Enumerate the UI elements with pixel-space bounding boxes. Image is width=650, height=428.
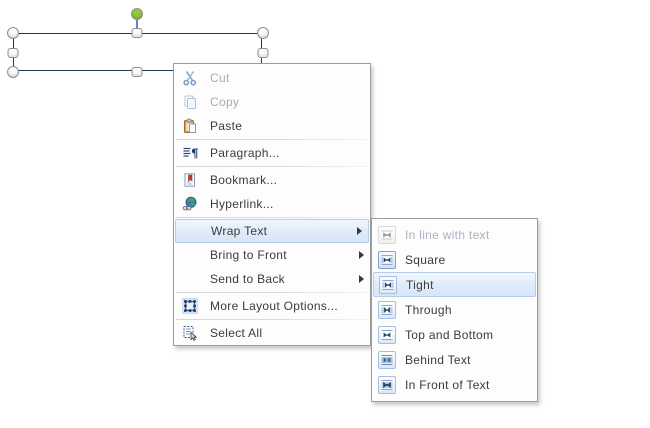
menu-item-copy[interactable]: Copy (174, 90, 370, 114)
wrap-tight-icon (379, 275, 397, 294)
more-layout-options-icon (182, 298, 198, 314)
svg-text:¶: ¶ (191, 147, 198, 161)
menu-item-paste[interactable]: Paste (174, 114, 370, 138)
submenu-item-in-line-with-text[interactable]: In line with text (372, 222, 537, 247)
menu-separator (174, 138, 370, 141)
paste-icon (182, 118, 198, 134)
paragraph-icon: ¶ (182, 145, 198, 161)
menu-item-label: Wrap Text (211, 224, 268, 238)
rotation-handle-line (136, 19, 138, 34)
resize-handle-top-right[interactable] (257, 27, 269, 39)
wrap-square-icon (378, 250, 396, 269)
submenu-arrow-icon (359, 275, 364, 283)
copy-icon (182, 94, 198, 110)
wrap-top-bottom-icon (378, 325, 396, 344)
menu-item-label: Bring to Front (210, 248, 287, 262)
menu-item-paragraph[interactable]: ¶ Paragraph... (174, 141, 370, 165)
bookmark-icon (182, 172, 198, 188)
submenu-item-tight[interactable]: Tight (373, 272, 536, 297)
submenu-item-behind-text[interactable]: Behind Text (372, 347, 537, 372)
submenu-item-label: Top and Bottom (405, 327, 494, 342)
resize-handle-bottom-middle[interactable] (131, 67, 143, 77)
menu-item-label: More Layout Options... (210, 299, 338, 313)
menu-separator (174, 216, 370, 219)
resize-handle-bottom-left[interactable] (7, 66, 19, 78)
menu-separator (174, 318, 370, 321)
wrap-in-front-icon (378, 375, 396, 394)
resize-handle-top-left[interactable] (7, 27, 19, 39)
context-menu: Cut Copy Paste (173, 63, 371, 346)
menu-separator (174, 291, 370, 294)
menu-item-more-layout-options[interactable]: More Layout Options... (174, 294, 370, 318)
rotation-handle[interactable] (131, 8, 143, 20)
cut-icon (182, 70, 198, 86)
submenu-item-square[interactable]: Square (372, 247, 537, 272)
blank-icon-space (183, 223, 199, 239)
submenu-item-label: In line with text (405, 227, 490, 242)
submenu-item-in-front-of-text[interactable]: In Front of Text (372, 372, 537, 397)
menu-item-label: Hyperlink... (210, 197, 274, 211)
wrap-inline-icon (378, 225, 396, 244)
menu-item-select-all[interactable]: Select All (174, 321, 370, 345)
menu-item-label: Send to Back (210, 272, 285, 286)
submenu-item-label: Through (405, 302, 452, 317)
submenu-item-label: In Front of Text (405, 377, 490, 392)
submenu-item-label: Behind Text (405, 352, 471, 367)
submenu-item-through[interactable]: Through (372, 297, 537, 322)
menu-item-label: Paragraph... (210, 146, 280, 160)
blank-icon-space (182, 271, 198, 287)
wrap-behind-text-icon (378, 350, 396, 369)
resize-handle-right-middle[interactable] (257, 48, 269, 58)
wrap-text-submenu: In line with text Square (371, 218, 538, 402)
menu-item-label: Copy (210, 95, 240, 109)
menu-item-bookmark[interactable]: Bookmark... (174, 168, 370, 192)
submenu-item-label: Tight (406, 277, 434, 292)
select-all-icon (182, 325, 198, 341)
submenu-arrow-icon (359, 251, 364, 259)
submenu-arrow-icon (357, 227, 362, 235)
menu-item-cut[interactable]: Cut (174, 66, 370, 90)
menu-item-wrap-text[interactable]: Wrap Text (175, 219, 369, 243)
blank-icon-space (182, 247, 198, 263)
menu-item-label: Cut (210, 71, 230, 85)
menu-item-send-to-back[interactable]: Send to Back (174, 267, 370, 291)
menu-separator (174, 165, 370, 168)
submenu-item-top-and-bottom[interactable]: Top and Bottom (372, 322, 537, 347)
resize-handle-top-middle[interactable] (131, 28, 143, 38)
menu-item-hyperlink[interactable]: Hyperlink... (174, 192, 370, 216)
resize-handle-left-middle[interactable] (7, 48, 19, 58)
menu-item-bring-to-front[interactable]: Bring to Front (174, 243, 370, 267)
wrap-through-icon (378, 300, 396, 319)
menu-item-label: Paste (210, 119, 243, 133)
menu-item-label: Bookmark... (210, 173, 278, 187)
submenu-item-label: Square (405, 252, 446, 267)
menu-item-label: Select All (210, 326, 263, 340)
hyperlink-icon (182, 196, 198, 212)
